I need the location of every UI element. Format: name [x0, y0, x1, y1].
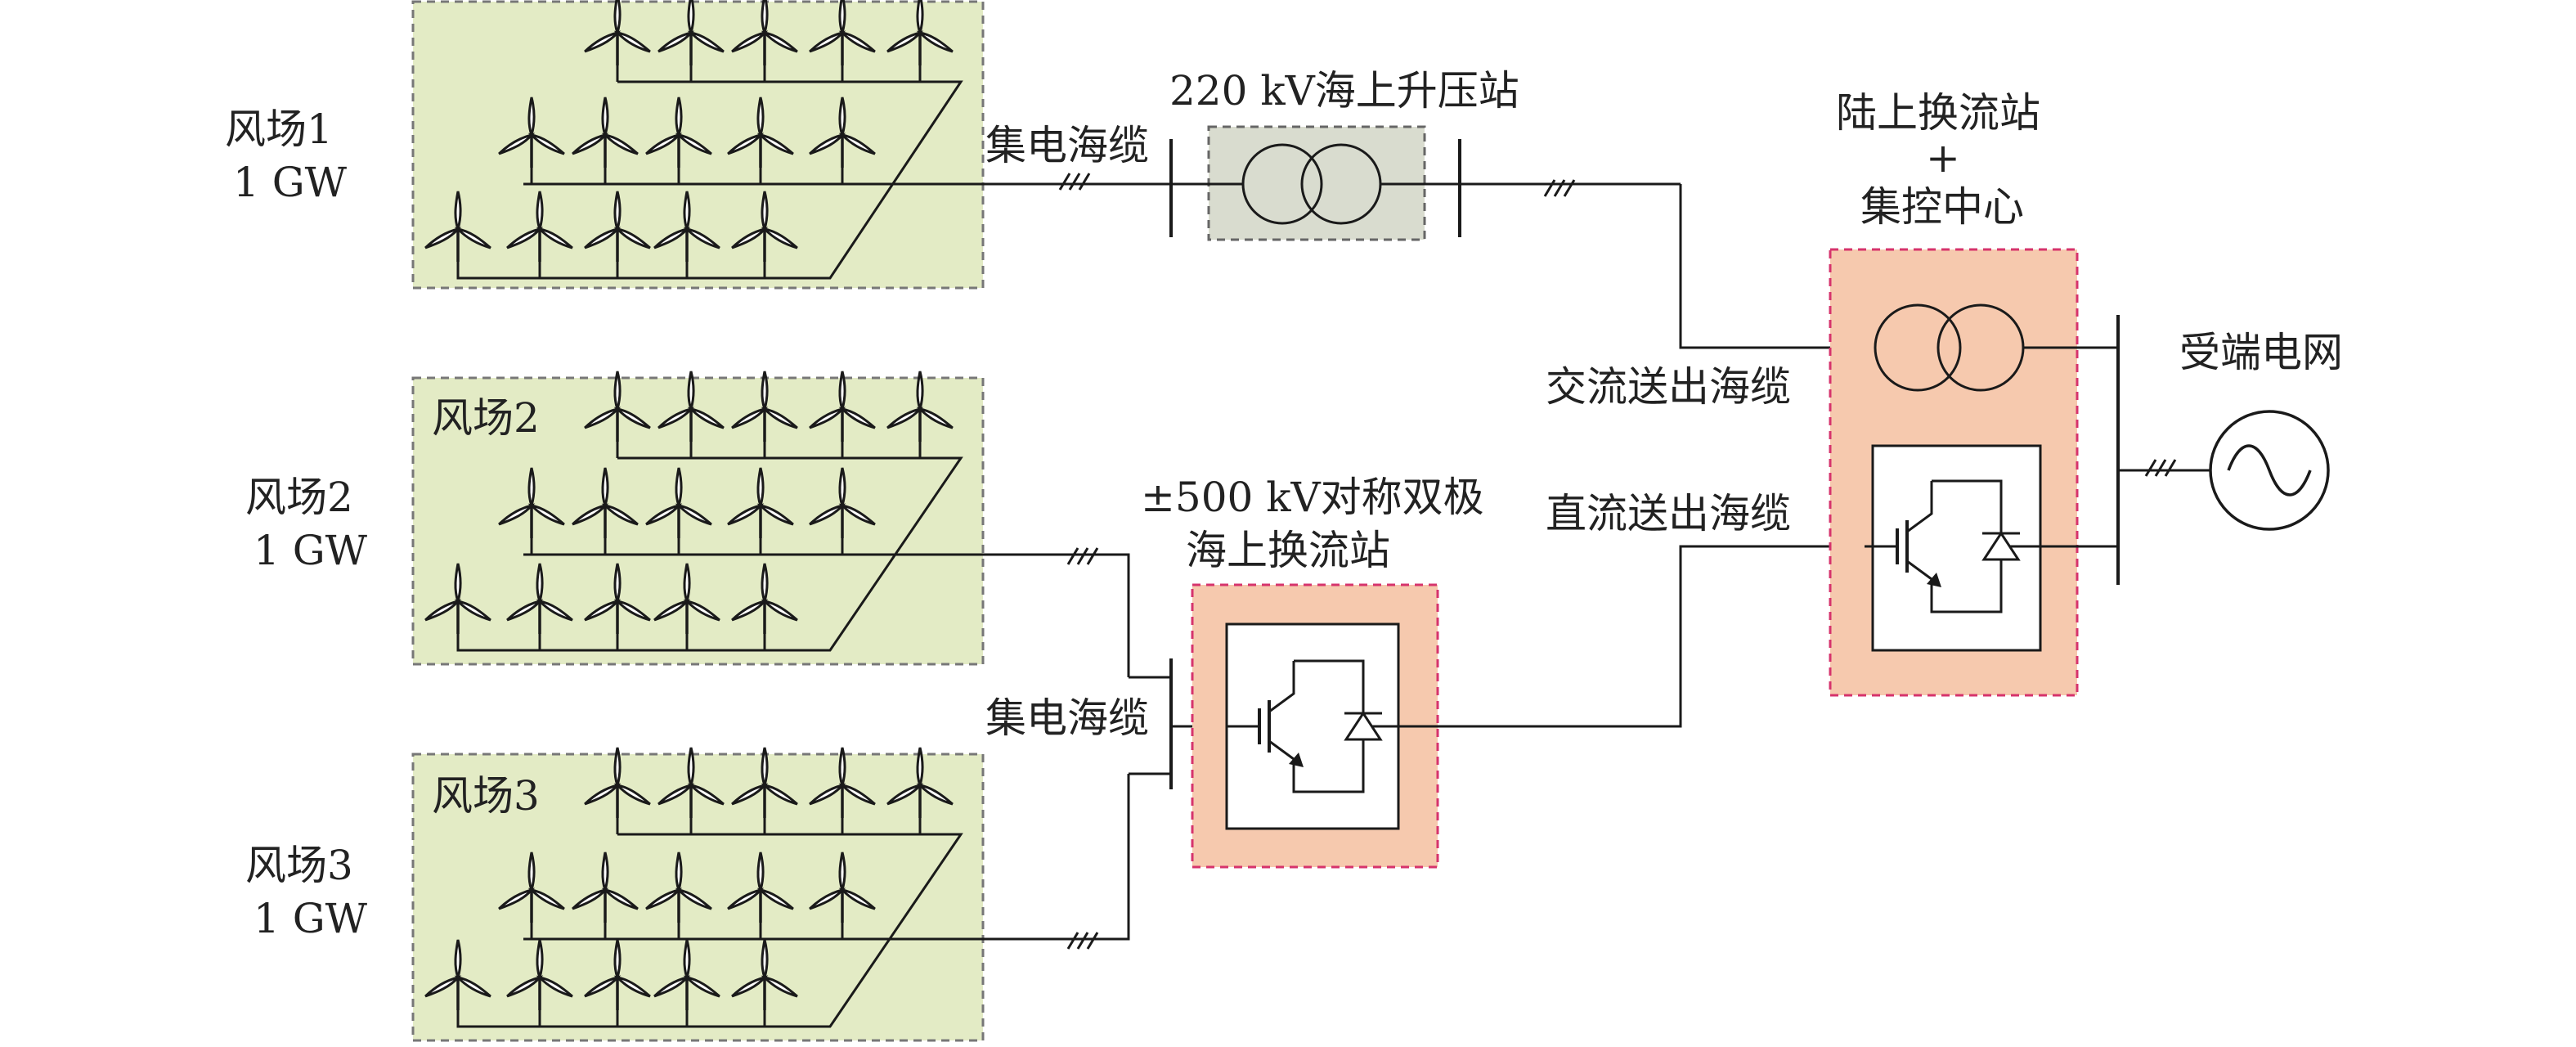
onshore-title-line2: + [1926, 134, 1960, 182]
wind-farm-1: 风场1 1 GW [225, 0, 1055, 290]
farm-2-capacity: 1 GW [254, 527, 368, 574]
grid-label: 受端电网 [2179, 329, 2343, 376]
farm-3-name: 风场3 [245, 842, 353, 889]
dc-export-cable-label: 直流送出海缆 [1546, 490, 1791, 537]
dc-collector-cable-label: 集电海缆 [985, 694, 1149, 742]
wind-farm-2: 风场2 风场2 1 GW [245, 370, 1130, 677]
receiving-grid: 受端电网 [2116, 315, 2343, 585]
three-phase-tick-icon [1543, 178, 1576, 198]
farm-1-name: 风场1 [225, 106, 333, 153]
farm-1-capacity: 1 GW [233, 159, 348, 206]
farm-2-name: 风场2 [245, 474, 353, 521]
onshore-station: 陆上换流站 + 集控中心 [1829, 89, 2118, 697]
onshore-title-line3: 集控中心 [1860, 183, 2024, 231]
ac-collector-cable-label: 集电海缆 [985, 122, 1149, 169]
substation-label: 220 kV海上升压站 [1169, 67, 1519, 115]
three-phase-tick-icon [2144, 458, 2177, 478]
dc-station-label-line2: 海上换流站 [1186, 527, 1390, 574]
dc-offshore-converter: ±500 kV对称双极 海上换流站 集电海缆 [985, 474, 1484, 950]
farm-3-capacity: 1 GW [254, 895, 368, 942]
farm-3-inner-label: 风场3 [432, 772, 540, 820]
ac-export-cable-label: 交流送出海缆 [1546, 363, 1791, 411]
wind-farm-3: 风场3 风场3 1 GW [245, 746, 1130, 1042]
onshore-title-line1: 陆上换流站 [1836, 89, 2040, 137]
farm-3-feeders [456, 774, 1130, 1028]
ac-export-cable [1679, 184, 1873, 349]
ac-source-icon [2209, 410, 2330, 531]
dc-station-label-line1: ±500 kV对称双极 [1141, 474, 1484, 521]
dc-export-cable [1439, 545, 1873, 728]
farm-2-feeders [456, 456, 1130, 677]
three-phase-tick-icon [1058, 172, 1091, 191]
farm-2-inner-label: 风场2 [432, 394, 540, 442]
ac-offshore-substation: 集电海缆 220 kV海上升压站 [985, 67, 1681, 241]
farm-1-feeder-drops [530, 65, 922, 278]
three-phase-tick-icon [1066, 546, 1099, 566]
three-phase-tick-icon [1066, 931, 1099, 950]
